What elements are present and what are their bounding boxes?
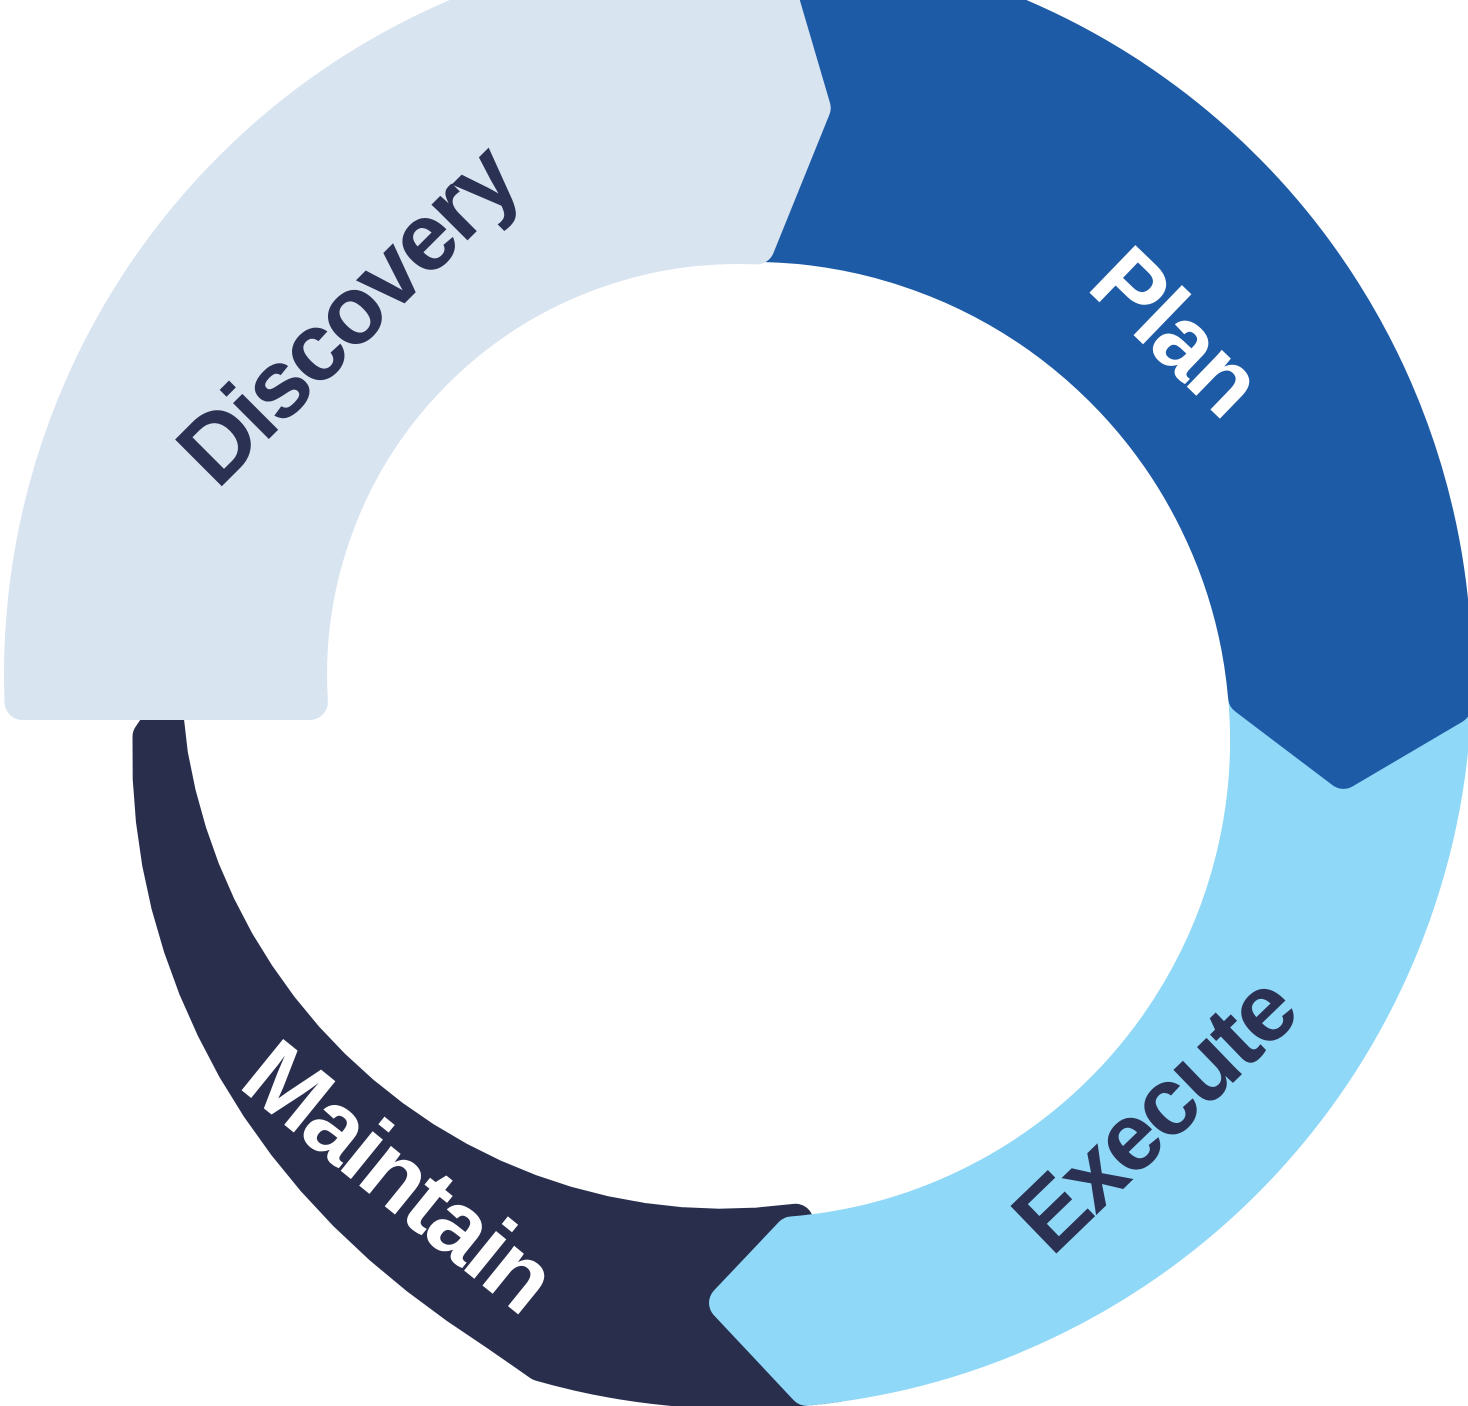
segment-discovery (4, 0, 831, 720)
segment-execute (709, 644, 1468, 1406)
segment-plan (696, 0, 1468, 789)
segments-layer (4, 0, 1468, 1406)
labels-layer: Discovery Plan Execute Maintain (156, 123, 1316, 1333)
